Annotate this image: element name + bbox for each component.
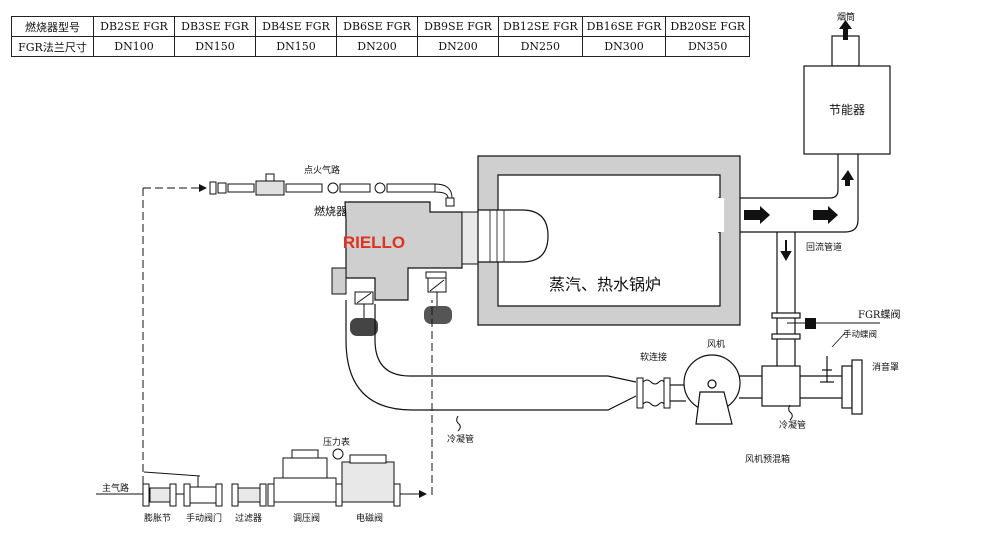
fgr-damper-actuator bbox=[805, 318, 816, 329]
ignition-gas-line-label: 点火气路 bbox=[304, 164, 340, 176]
recirculation-duct bbox=[345, 300, 637, 411]
flange-row: FGR法兰尺寸 DN100 DN150 DN150 DN200 DN200 DN… bbox=[11, 36, 751, 57]
flange-cell: DN350 bbox=[665, 36, 751, 57]
flow-arrow-icon bbox=[813, 206, 838, 224]
flue-duct bbox=[718, 154, 859, 233]
burner-label: 燃烧器 bbox=[314, 204, 347, 218]
actuator-icon bbox=[350, 318, 378, 336]
condensate-pipe-right-label: 冷凝管 bbox=[779, 419, 806, 431]
manual-valve-label: 手动阀门 bbox=[186, 512, 222, 524]
flange-cell: DN250 bbox=[498, 36, 583, 57]
flange-cell: DN100 bbox=[93, 36, 175, 57]
chimney bbox=[831, 20, 860, 67]
up-arrow-icon bbox=[839, 20, 852, 40]
flange-cell: DN300 bbox=[581, 36, 667, 57]
model-cell: DB6SE FGR bbox=[336, 16, 418, 37]
manual-damper-label: 手动蝶阀 bbox=[843, 329, 877, 340]
flexible-joint bbox=[636, 377, 671, 409]
fgr-damper-label: FGR蝶阀 bbox=[858, 308, 900, 321]
chimney-label: 烟筒 bbox=[837, 11, 855, 23]
condensate-pipe-left bbox=[456, 415, 461, 432]
economizer-box bbox=[803, 65, 891, 155]
burner-spec-table: 燃烧器型号 DB2SE FGR DB3SE FGR DB4SE FGR DB6S… bbox=[11, 16, 751, 57]
filter-label: 过滤器 bbox=[235, 512, 262, 524]
flange-cell: DN200 bbox=[417, 36, 499, 57]
up-arrow-icon bbox=[841, 170, 854, 186]
boiler-label: 蒸汽、热水锅炉 bbox=[549, 275, 661, 294]
economizer-label: 节能器 bbox=[829, 103, 865, 117]
burner bbox=[331, 201, 549, 301]
pressure-gauge-label: 压力表 bbox=[323, 436, 350, 448]
down-arrow-icon bbox=[780, 240, 792, 262]
fan-mixing-box-label: 风机预混箱 bbox=[745, 453, 790, 465]
condensate-pipe-left-label: 冷凝管 bbox=[447, 433, 474, 445]
fan-mixing-box bbox=[761, 365, 801, 407]
model-row: 燃烧器型号 DB2SE FGR DB3SE FGR DB4SE FGR DB6S… bbox=[11, 16, 751, 37]
flow-arrow-icon bbox=[744, 206, 770, 224]
flange-cell: DN150 bbox=[255, 36, 337, 57]
boiler bbox=[477, 155, 741, 326]
main-gas-line-label: 主气路 bbox=[102, 482, 129, 494]
silencer-label: 消音罩 bbox=[872, 361, 899, 373]
condensate-pipe-right bbox=[788, 404, 793, 421]
flange-cell: DN150 bbox=[174, 36, 256, 57]
pressure-regulator-label: 调压阀 bbox=[293, 513, 320, 524]
return-pipe-label: 回流管道 bbox=[806, 241, 842, 253]
model-cell: DB20SE FGR bbox=[665, 16, 751, 37]
burner-damper-left bbox=[350, 291, 378, 336]
fan bbox=[670, 354, 762, 425]
fan-label: 风机 bbox=[707, 338, 725, 350]
model-cell: DB9SE FGR bbox=[417, 16, 499, 37]
return-pipe bbox=[771, 232, 801, 368]
actuator-icon bbox=[424, 306, 452, 324]
riello-logo: RIELLO bbox=[343, 233, 405, 252]
fresh-air-inlet bbox=[800, 356, 863, 415]
solenoid-valve-label: 电磁阀 bbox=[356, 512, 383, 524]
ignition-gas-line bbox=[142, 173, 455, 485]
flange-header-cell: FGR法兰尺寸 bbox=[11, 36, 94, 57]
expansion-joint-label: 膨胀节 bbox=[144, 512, 171, 524]
burner-damper-right bbox=[424, 271, 452, 324]
flexible-joint-label: 软连接 bbox=[640, 351, 667, 363]
main-gas-train bbox=[96, 448, 427, 507]
